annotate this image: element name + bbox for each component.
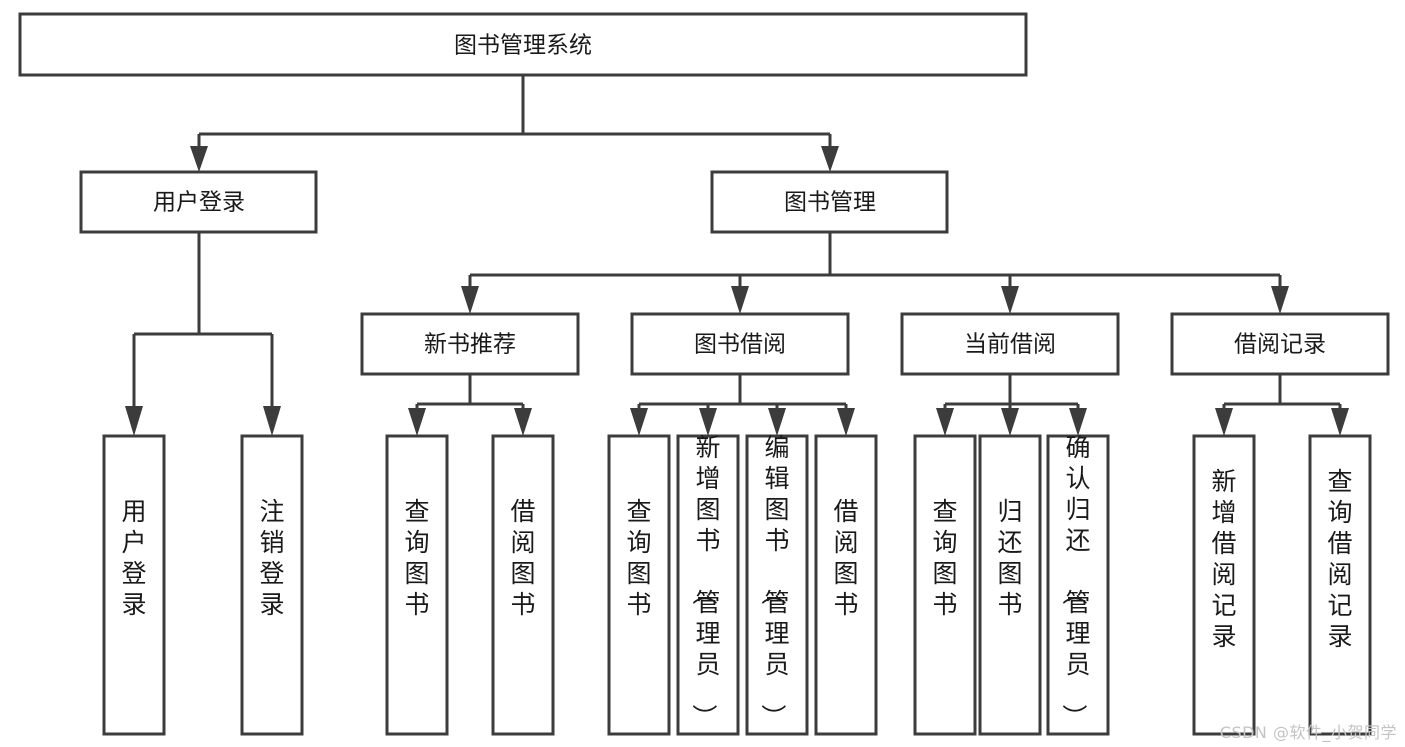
arrow-head-leaf-logout xyxy=(263,406,281,436)
leaf-user-login-label: 用户登录 xyxy=(121,497,146,619)
arrow-head-book-borrow-leaf-1 xyxy=(630,408,648,436)
leaf-current-confirm-return-box[interactable] xyxy=(1046,434,1110,736)
arrow-head-leaf-user-login xyxy=(125,406,143,436)
leaf-borrow-query-label: 查询图书 xyxy=(626,497,651,619)
node-current-borrow[interactable]: 当前借阅 xyxy=(900,312,1120,376)
leaf-record-add-box[interactable] xyxy=(1192,434,1256,736)
arrow-head-book-manage xyxy=(821,146,839,172)
leaf-new-book-query-box[interactable] xyxy=(385,434,449,736)
arrow-head-new-book-leaf-1 xyxy=(408,408,426,436)
node-new-book-recommend-box[interactable] xyxy=(360,312,580,376)
arrow-head-current-borrow-leaf-3 xyxy=(1069,408,1087,436)
arrow-head-new-book xyxy=(461,286,479,314)
arrow-head-current-borrow-leaf-2 xyxy=(1001,408,1019,436)
arrow-head-current-borrow-leaf-1 xyxy=(936,408,954,436)
leaf-record-query-box[interactable] xyxy=(1308,434,1372,736)
node-borrow-record-box[interactable] xyxy=(1170,312,1390,376)
node-user-login-box[interactable] xyxy=(79,170,318,234)
node-new-book-recommend[interactable]: 新书推荐 xyxy=(360,312,580,376)
node-user-login[interactable]: 用户登录 xyxy=(79,170,318,234)
leaf-borrow-borrow-book-box[interactable] xyxy=(814,434,878,736)
leaf-borrow-borrow-book-label: 借阅图书 xyxy=(833,497,858,619)
leaf-borrow-add-book-label: 新增图书（管理员） xyxy=(689,433,720,729)
leaf-borrow-add-book-box[interactable] xyxy=(676,434,740,736)
leaf-user-login-box[interactable] xyxy=(102,434,166,736)
node-book-borrow-box[interactable] xyxy=(630,312,850,376)
leaf-logout-label: 注销登录 xyxy=(259,497,284,619)
leaf-current-confirm-return[interactable]: 确认归还（管理员） xyxy=(1046,433,1110,736)
leaf-logout-box[interactable] xyxy=(240,434,304,736)
leaf-borrow-borrow-book[interactable]: 借阅图书 xyxy=(814,434,878,736)
node-user-login-label: 用户登录 xyxy=(153,190,245,216)
leaf-borrow-edit-book-box[interactable] xyxy=(745,434,809,736)
arrow-head-book-borrow xyxy=(731,286,749,314)
leaf-new-book-borrow-box[interactable] xyxy=(491,434,555,736)
arrow-head-user-login xyxy=(190,146,208,172)
arrow-head-book-borrow-leaf-3 xyxy=(768,408,786,436)
node-book-manage[interactable]: 图书管理 xyxy=(710,170,949,234)
leaf-current-query[interactable]: 查询图书 xyxy=(913,434,977,736)
leaf-borrow-query-box[interactable] xyxy=(607,434,671,736)
leaf-record-add[interactable]: 新增借阅记录 xyxy=(1192,434,1256,736)
node-root[interactable]: 图书管理系统 xyxy=(18,12,1028,77)
node-root-box[interactable] xyxy=(18,12,1028,77)
node-new-book-recommend-label: 新书推荐 xyxy=(424,332,516,358)
leaf-new-book-query[interactable]: 查询图书 xyxy=(385,434,449,736)
leaf-current-return[interactable]: 归还图书 xyxy=(978,434,1042,736)
node-current-borrow-label: 当前借阅 xyxy=(964,332,1056,358)
leaf-borrow-edit-book-label: 编辑图书（管理员） xyxy=(758,433,789,729)
arrow-head-new-book-leaf-2 xyxy=(514,408,532,436)
node-borrow-record-label: 借阅记录 xyxy=(1234,332,1326,358)
arrow-head-book-borrow-leaf-4 xyxy=(837,408,855,436)
leaf-record-query-label: 查询借阅记录 xyxy=(1327,467,1352,651)
node-book-manage-label: 图书管理 xyxy=(784,190,876,216)
leaf-borrow-add-book[interactable]: 新增图书（管理员） xyxy=(676,433,740,736)
arrow-head-borrow-record xyxy=(1271,286,1289,314)
connector-group xyxy=(125,75,1349,436)
leaf-new-book-borrow[interactable]: 借阅图书 xyxy=(491,434,555,736)
arrow-head-borrow-record-leaf-2 xyxy=(1331,408,1349,436)
leaf-new-book-borrow-label: 借阅图书 xyxy=(510,497,535,619)
arrow-head-book-borrow-leaf-2 xyxy=(699,408,717,436)
arrow-head-current-borrow xyxy=(1001,286,1019,314)
leaf-borrow-query[interactable]: 查询图书 xyxy=(607,434,671,736)
leaf-record-query[interactable]: 查询借阅记录 xyxy=(1308,434,1372,736)
node-borrow-record[interactable]: 借阅记录 xyxy=(1170,312,1390,376)
node-current-borrow-box[interactable] xyxy=(900,312,1120,376)
leaf-new-book-query-label: 查询图书 xyxy=(404,497,429,619)
leaf-current-query-box[interactable] xyxy=(913,434,977,736)
node-book-borrow-label: 图书借阅 xyxy=(694,332,786,358)
leaf-borrow-edit-book[interactable]: 编辑图书（管理员） xyxy=(745,433,809,736)
leaf-current-confirm-return-label: 确认归还（管理员） xyxy=(1059,433,1090,729)
node-book-manage-box[interactable] xyxy=(710,170,949,234)
leaf-current-return-label: 归还图书 xyxy=(997,497,1022,619)
arrow-head-borrow-record-leaf-1 xyxy=(1215,408,1233,436)
leaf-user-login[interactable]: 用户登录 xyxy=(102,434,166,736)
node-book-borrow[interactable]: 图书借阅 xyxy=(630,312,850,376)
watermark: CSDN @软件_小贺同学 xyxy=(1219,723,1397,742)
leaf-record-add-label: 新增借阅记录 xyxy=(1211,467,1236,651)
leaf-current-query-label: 查询图书 xyxy=(932,497,957,619)
leaf-logout[interactable]: 注销登录 xyxy=(240,434,304,736)
leaf-current-return-box[interactable] xyxy=(978,434,1042,736)
node-root-label: 图书管理系统 xyxy=(454,33,592,59)
